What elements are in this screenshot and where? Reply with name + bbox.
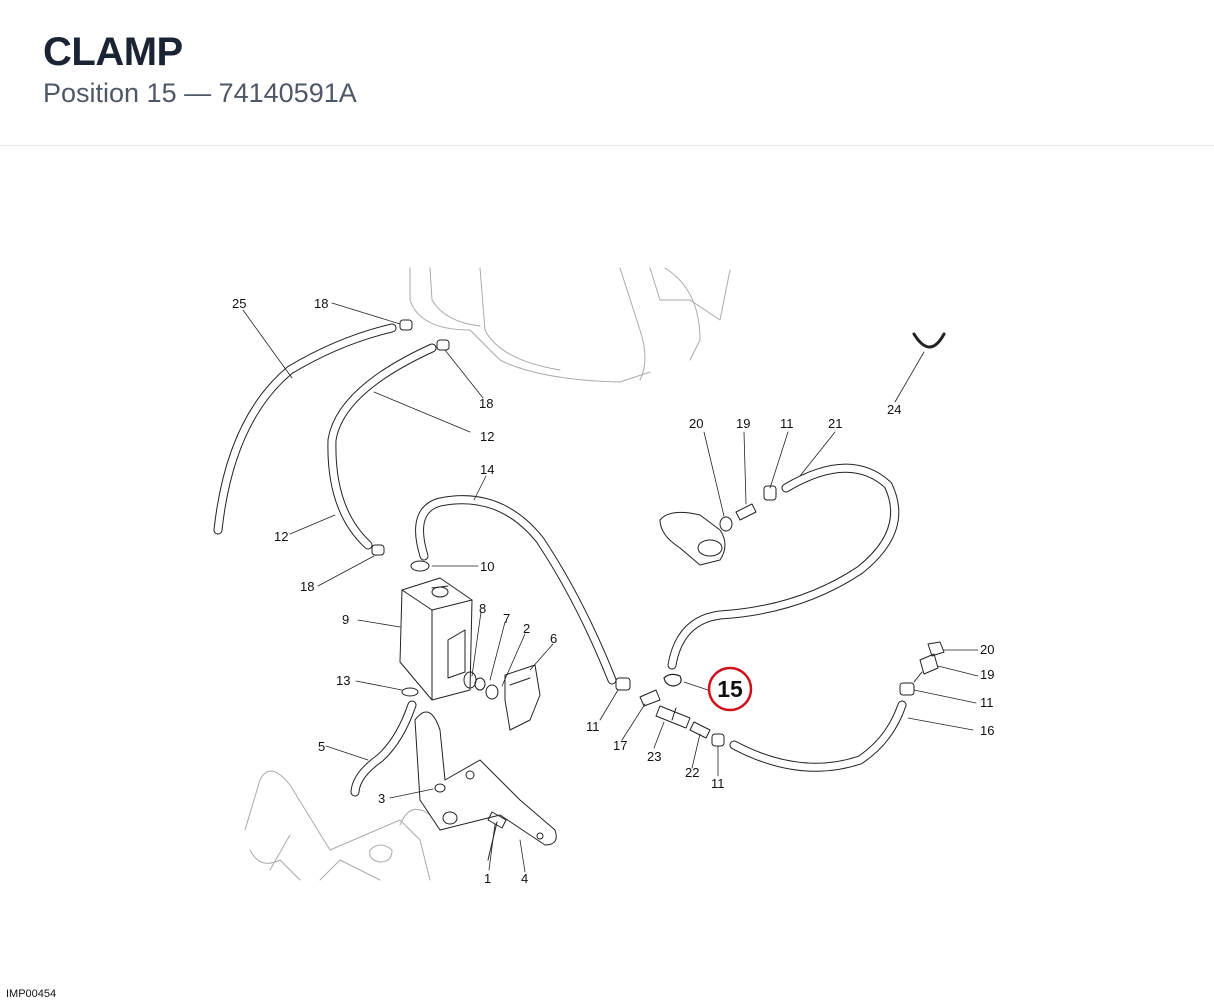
- highlight-ring: [707, 666, 753, 712]
- callout-label: 11: [780, 416, 794, 431]
- callout-label: 19: [980, 667, 994, 682]
- footrest-outline: [244, 770, 431, 881]
- callout-label: 13: [336, 673, 350, 688]
- callout-label: 10: [480, 559, 494, 574]
- frame-outline: [409, 267, 731, 383]
- callout-label: 2: [523, 621, 530, 636]
- callout-label: 18: [300, 579, 314, 594]
- callout-label: 21: [828, 416, 842, 431]
- callout-label: 23: [647, 749, 661, 764]
- callout-label: 22: [685, 765, 699, 780]
- callout-label: 3: [378, 791, 385, 806]
- page-title: CLAMP: [43, 30, 183, 74]
- callout-label: 14: [480, 462, 494, 477]
- callout-label: 20: [980, 642, 994, 657]
- callout-label: 5: [318, 739, 325, 754]
- callout-label: 20: [689, 416, 703, 431]
- callout-label: 11: [711, 776, 725, 791]
- highlight-label: 15: [717, 676, 743, 702]
- callout-label: 12: [480, 429, 494, 444]
- callout-label: 12: [274, 529, 288, 544]
- page-header: CLAMP Position 15 — 74140591A: [0, 0, 1214, 146]
- callout-label: 1: [484, 871, 491, 886]
- callout-label: 11: [586, 719, 600, 734]
- callout-label: 7: [503, 611, 510, 626]
- callout-label: 25: [232, 296, 246, 311]
- page-subtitle: Position 15 — 74140591A: [43, 78, 357, 108]
- callout-label: 18: [314, 296, 328, 311]
- callout-labels: 25 18 18 12 12 14 18 10 9 8 7 2 6 13 5 3…: [232, 296, 994, 886]
- callout-label: 4: [521, 871, 528, 886]
- callout-label: 16: [980, 723, 994, 738]
- callout-label: 17: [613, 738, 627, 753]
- callout-label: 24: [887, 402, 901, 417]
- callout-label: 18: [479, 396, 493, 411]
- callout-label: 9: [342, 612, 349, 627]
- highlight-callout[interactable]: 15: [707, 666, 753, 712]
- callout-label: 19: [736, 416, 750, 431]
- callout-label: 8: [479, 601, 486, 616]
- callout-label: 11: [980, 695, 994, 710]
- callout-label: 6: [550, 631, 557, 646]
- drawing-code: IMP00454: [6, 988, 57, 1000]
- canister: [399, 577, 473, 701]
